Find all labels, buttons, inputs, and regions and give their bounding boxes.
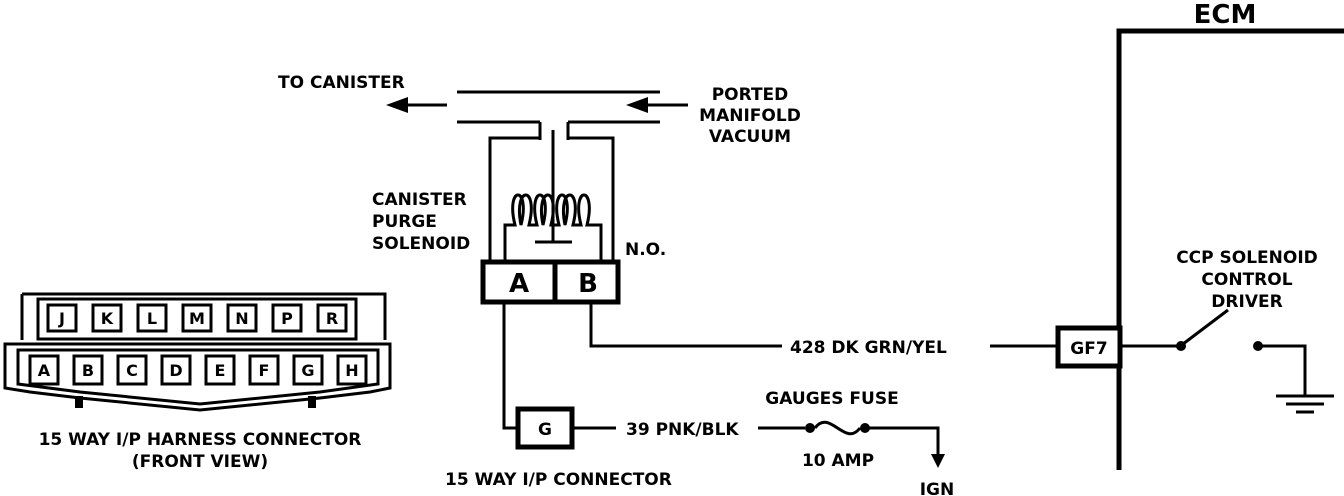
harness-bottom-pins: A B C D E F G H <box>28 354 368 386</box>
harness-pin-d: D <box>160 354 192 386</box>
wire-39-label: 39 PNK/BLK <box>626 420 739 440</box>
harness-pin-label: J <box>58 309 65 328</box>
solenoid-terminal-b: B <box>578 269 598 299</box>
harness-pin-label: K <box>101 309 114 328</box>
ip-connector-label: 15 WAY I/P CONNECTOR <box>445 470 672 490</box>
solenoid-no-label: N.O. <box>625 240 666 260</box>
fuse-rating: 10 AMP <box>802 451 874 471</box>
ecm-block: ECM CCP SOLENOID CONTROL DRIVER <box>1116 0 1344 470</box>
harness-pin-label: E <box>215 361 226 380</box>
canister-purge-solenoid: A B <box>457 90 660 305</box>
ccp-driver-switch <box>1120 308 1307 395</box>
harness-pin-l: L <box>136 303 168 333</box>
ecm-driver-label-1: CCP SOLENOID <box>1176 248 1318 268</box>
vacuum-label-3: VACUUM <box>709 127 791 147</box>
harness-pin-p: P <box>271 303 303 333</box>
harness-pin-label: P <box>281 309 293 328</box>
harness-pin-label: H <box>345 361 358 380</box>
fuse-icon <box>758 420 945 468</box>
ecm-driver-label-3: DRIVER <box>1211 292 1282 312</box>
solenoid-label-1: CANISTER <box>372 190 467 210</box>
ecm-title: ECM <box>1194 0 1257 30</box>
harness-pin-f: F <box>248 354 280 386</box>
wire-39-from-a <box>502 304 518 430</box>
to-canister-label: TO CANISTER <box>278 73 405 93</box>
harness-pin-label: F <box>259 361 270 380</box>
vacuum-label-1: PORTED <box>712 85 789 105</box>
solenoid-label-2: PURGE <box>372 212 437 232</box>
ecm-pin-label: GF7 <box>1070 339 1107 359</box>
ground-icon <box>1276 394 1334 414</box>
harness-pin-label: A <box>38 361 51 380</box>
harness-pin-label: C <box>126 361 138 380</box>
harness-pin-c: C <box>116 354 148 386</box>
ip-connector-g: G <box>515 406 575 450</box>
solenoid-label-3: SOLENOID <box>372 234 470 254</box>
harness-sublabel: (FRONT VIEW) <box>132 452 268 472</box>
harness-pin-g: G <box>292 354 324 386</box>
harness-pin-k: K <box>91 303 123 333</box>
wire-428 <box>589 304 782 348</box>
harness-pin-e: E <box>204 354 236 386</box>
harness-pin-b: B <box>72 354 104 386</box>
ip-connector-pin: G <box>538 420 552 440</box>
arrow-left-icon <box>386 97 447 113</box>
arrow-left-icon-vacuum <box>626 97 688 113</box>
harness-pin-r: R <box>316 303 348 333</box>
ign-label: IGN <box>920 480 955 496</box>
wire-428-label: 428 DK GRN/YEL <box>790 338 947 358</box>
fuse-title: GAUGES FUSE <box>765 389 898 409</box>
harness-label: 15 WAY I/P HARNESS CONNECTOR <box>39 430 362 450</box>
harness-pin-label: L <box>147 309 157 328</box>
harness-pin-h: H <box>336 354 368 386</box>
harness-pin-label: R <box>326 309 338 328</box>
harness-pin-j: J <box>46 303 78 333</box>
vacuum-label-2: MANIFOLD <box>699 106 801 126</box>
harness-pin-label: B <box>82 361 94 380</box>
harness-pin-label: G <box>301 361 314 380</box>
ecm-pin-gf7: GF7 <box>1055 325 1123 369</box>
harness-pin-label: M <box>189 309 205 328</box>
harness-pin-m: M <box>181 303 213 333</box>
ecm-driver-label-2: CONTROL <box>1201 270 1292 290</box>
harness-pin-label: N <box>235 309 248 328</box>
ecm-outline <box>1116 28 1344 470</box>
solenoid-terminal-a: A <box>509 269 529 299</box>
harness-pin-n: N <box>226 303 258 333</box>
harness-pin-a: A <box>28 354 60 386</box>
harness-pin-label: D <box>169 361 182 380</box>
